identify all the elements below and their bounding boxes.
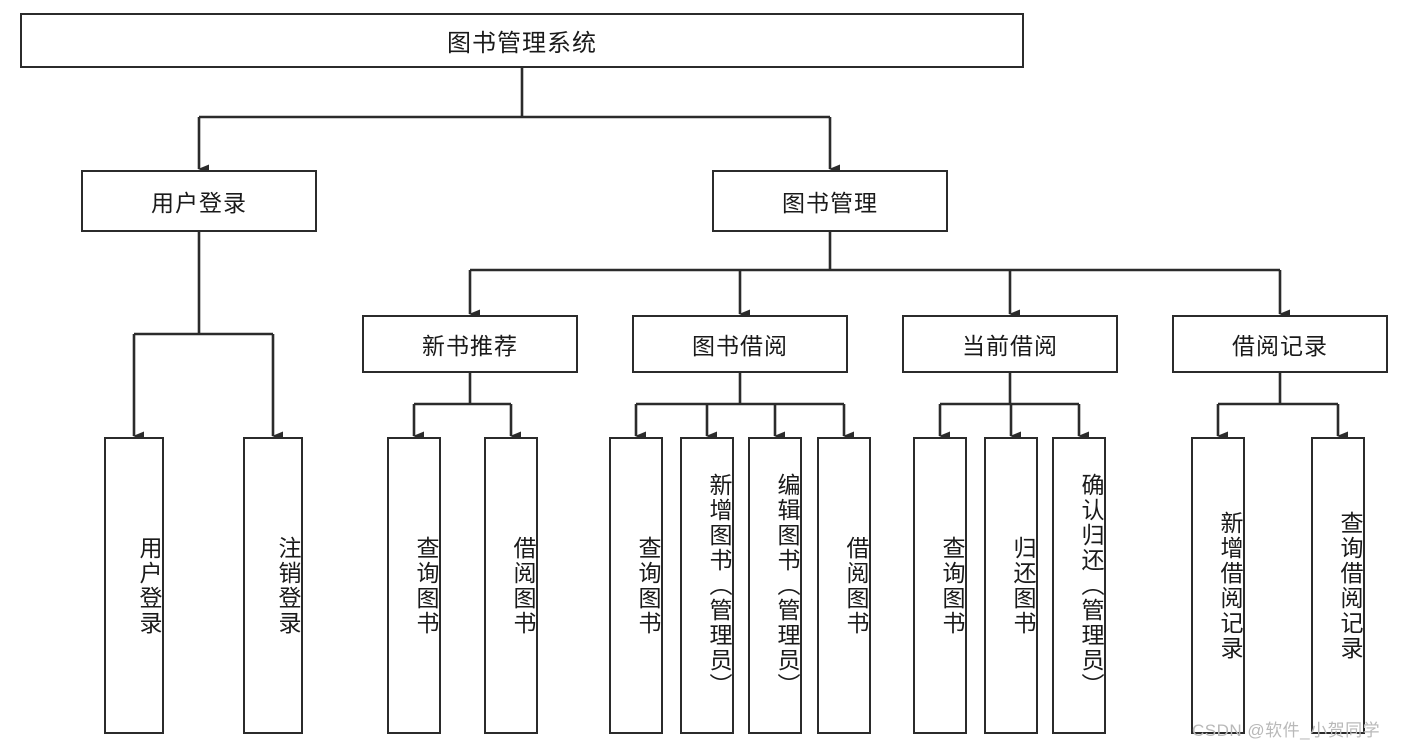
leaf-node[interactable]: 归还图书 (984, 437, 1038, 734)
leaf-node[interactable]: 查询图书 (387, 437, 441, 734)
node-root[interactable]: 图书管理系统 (20, 13, 1024, 68)
leaf-node[interactable]: 用户登录 (104, 437, 164, 734)
leaf-label: 确认归还（管理员） (1078, 473, 1104, 698)
watermark-text: CSDN @软件_小贺同学 (1192, 721, 1381, 740)
leaf-node[interactable]: 借阅图书 (484, 437, 538, 734)
leaf-label: 查询图书 (939, 535, 965, 636)
leaf-label: 新增借阅记录 (1217, 510, 1243, 661)
leaf-node[interactable]: 借阅图书 (817, 437, 871, 734)
leaf-label: 新增图书（管理员） (706, 473, 732, 698)
leaf-node[interactable]: 查询图书 (913, 437, 967, 734)
node-new-book-recommend[interactable]: 新书推荐 (362, 315, 578, 373)
leaf-label: 查询图书 (635, 535, 661, 636)
leaf-node[interactable]: 编辑图书（管理员） (748, 437, 802, 734)
leaf-node[interactable]: 查询借阅记录 (1311, 437, 1365, 734)
leaf-label: 借阅图书 (510, 535, 536, 636)
leaf-node[interactable]: 新增图书（管理员） (680, 437, 734, 734)
leaf-label: 注销登录 (275, 535, 301, 636)
leaf-label: 编辑图书（管理员） (774, 473, 800, 698)
node-book-management[interactable]: 图书管理 (712, 170, 948, 232)
leaf-node[interactable]: 注销登录 (243, 437, 303, 734)
leaf-node[interactable]: 确认归还（管理员） (1052, 437, 1106, 734)
node-book-borrow[interactable]: 图书借阅 (632, 315, 848, 373)
leaf-label: 借阅图书 (843, 535, 869, 636)
node-user-login[interactable]: 用户登录 (81, 170, 317, 232)
node-borrow-record[interactable]: 借阅记录 (1172, 315, 1388, 373)
leaf-label: 查询图书 (413, 535, 439, 636)
leaf-label: 归还图书 (1010, 535, 1036, 636)
leaf-label: 用户登录 (136, 535, 162, 636)
node-current-borrow[interactable]: 当前借阅 (902, 315, 1118, 373)
leaf-node[interactable]: 新增借阅记录 (1191, 437, 1245, 734)
leaf-node[interactable]: 查询图书 (609, 437, 663, 734)
leaf-label: 查询借阅记录 (1337, 510, 1363, 661)
